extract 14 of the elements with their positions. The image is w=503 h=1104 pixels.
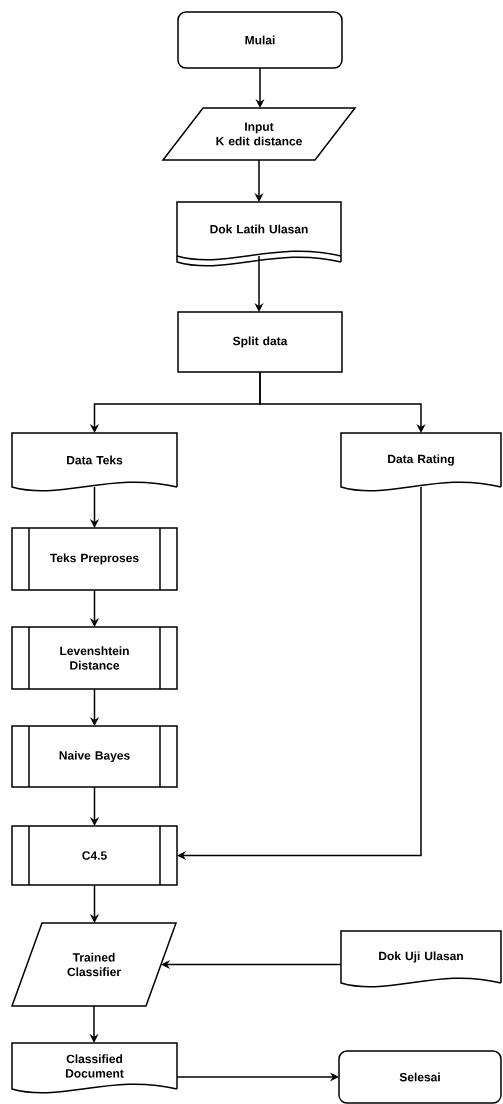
arrow (177, 486, 422, 861)
document-shape: Dok Latih Ulasan (176, 201, 342, 267)
terminal-box: Mulai (177, 11, 343, 69)
subprocess-box: Teks Preproses (11, 527, 178, 591)
subprocess-box: Levenshtein Distance (11, 626, 178, 690)
subprocess-box: C4.5 (11, 825, 178, 886)
subprocess-box: Naive Bayes (11, 725, 178, 788)
document-shape: Data Teks (11, 432, 178, 492)
document-shape: Dok Uji Ulasan (340, 930, 502, 988)
process-box: Split data (177, 311, 343, 373)
terminal-box: Selesai (338, 1050, 502, 1104)
document-shape: Classified Document (11, 1042, 178, 1094)
arrow (259, 371, 426, 433)
document-shape: Data Rating (340, 432, 502, 492)
